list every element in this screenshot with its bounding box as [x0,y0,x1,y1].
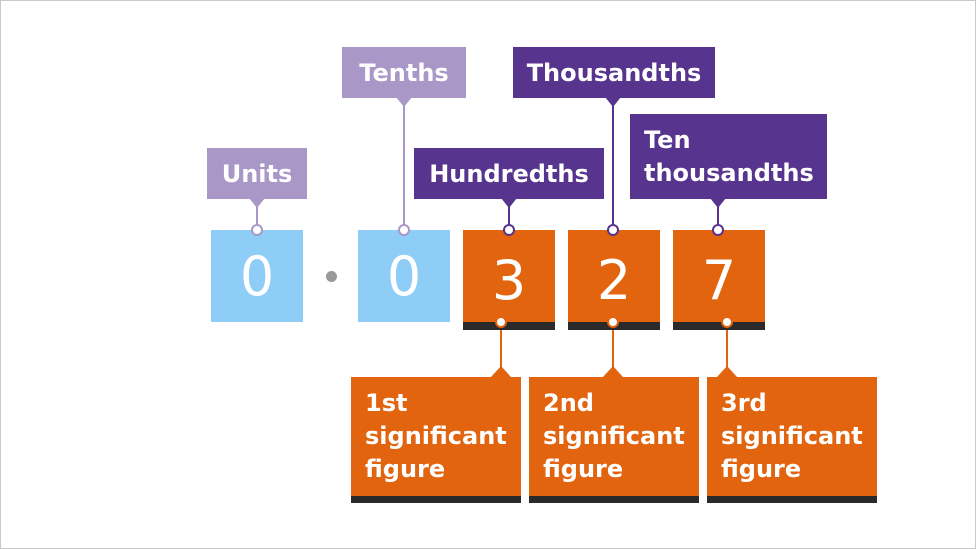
label-hundredths: Hundredths [414,148,604,199]
sig-figure-1-line-2: significant [365,422,507,450]
pointer-thousandths [605,97,621,107]
digit-hundredths-text: 3 [491,248,527,312]
dot-ten-thousandths [712,224,724,236]
sig-figure-2-line-2: significant [543,422,685,450]
label-units-text: Units [221,159,293,188]
label-units: Units [207,148,307,199]
label-thousandths-text: Thousandths [526,58,702,87]
label-ten-thousandths-line-1: Ten [644,126,691,154]
dot-sig-1 [495,316,507,328]
label-thousandths: Thousandths [513,47,715,98]
label-ten-thousandths-line-2: thousandths [644,159,814,187]
dot-sig-2 [607,316,619,328]
pointer-ten-thousandths [710,198,726,208]
dot-tenths [398,224,410,236]
dot-hundredths [503,224,515,236]
dot-sig-3 [721,316,733,328]
digit-units: 0 [211,230,303,322]
label-tenths-text: Tenths [359,58,449,87]
digit-thousandths: 2 [568,230,660,330]
pointer-units [249,198,265,208]
digit-tenths: 0 [358,230,450,322]
label-tenths: Tenths [342,47,466,98]
digit-hundredths: 3 [463,230,555,330]
dot-thousandths [607,224,619,236]
digit-units-text: 0 [239,244,275,308]
digit-thousandths-text: 2 [596,248,632,312]
sig-figure-3-line-2: significant [721,422,863,450]
pointer-sig-3 [717,366,737,377]
label-hundredths-text: Hundredths [429,159,589,188]
sig-figure-3-line-3: figure [721,455,802,483]
pointer-sig-2 [603,366,623,377]
digit-tenths-text: 0 [386,244,422,308]
label-ten-thousandths: Ten thousandths [630,114,827,199]
dot-units [251,224,263,236]
pointer-sig-1 [491,366,511,377]
sig-figure-3: 3rd significant figure [707,377,877,503]
pointer-hundredths [501,198,517,208]
digit-ten-thousandths-text: 7 [701,248,737,312]
sig-figure-2-line-1: 2nd [543,389,594,417]
sig-figure-1: 1st significant figure [351,377,521,503]
sig-figure-2: 2nd significant figure [529,377,699,503]
decimal-point [326,271,337,282]
sig-figure-1-line-3: figure [365,455,446,483]
sig-figure-1-line-1: 1st [365,389,408,417]
sig-figure-3-line-1: 3rd [721,389,767,417]
sig-figure-2-line-3: figure [543,455,624,483]
digit-ten-thousandths: 7 [673,230,765,330]
pointer-tenths [396,97,412,107]
